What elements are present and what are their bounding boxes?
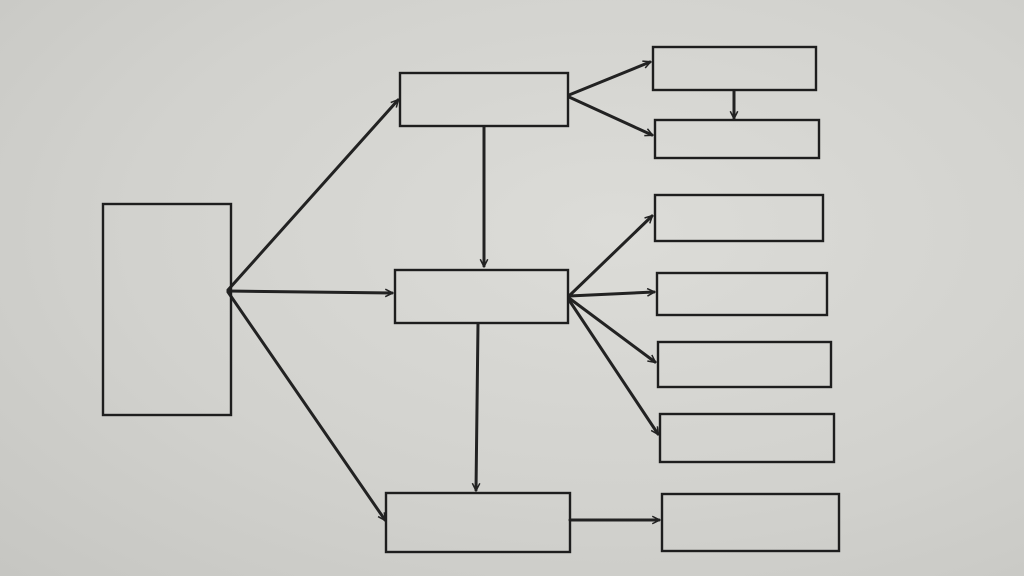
arrow-mid-to-m4 — [567, 298, 660, 434]
node-box-m3 — [656, 340, 833, 389]
node-rect-m4 — [658, 412, 836, 464]
node-box-m2 — [655, 271, 829, 317]
arrow-mid-to-bot — [476, 322, 478, 490]
arrow-mid-to-m3 — [567, 296, 655, 364]
node-box-m1 — [653, 193, 825, 243]
node-box-bot — [384, 491, 572, 554]
node-rect-m1 — [653, 193, 825, 243]
node-rect-top — [398, 71, 570, 128]
node-rect-root — [101, 202, 233, 417]
node-box-root — [101, 202, 233, 417]
node-rect-t1 — [651, 45, 818, 92]
node-box-mid — [393, 268, 570, 325]
node-box-m4 — [658, 412, 836, 464]
arrow-root-to-bot — [226, 290, 387, 520]
node-rect-m3 — [656, 340, 833, 389]
edges-layer — [226, 62, 734, 520]
arrow-top-to-t2 — [567, 95, 652, 137]
node-rect-b1 — [660, 492, 841, 553]
arrow-root-to-top — [226, 100, 398, 292]
node-rect-bot — [384, 491, 572, 554]
node-box-top — [398, 71, 570, 128]
arrow-mid-to-m2 — [567, 292, 654, 298]
arrow-top-to-t1 — [567, 62, 650, 97]
node-box-b1 — [660, 492, 841, 553]
node-rect-m2 — [655, 271, 829, 317]
node-box-t1 — [651, 45, 818, 92]
node-rect-mid — [393, 268, 570, 325]
node-rect-t2 — [653, 118, 821, 160]
arrow-root-to-mid — [226, 291, 392, 293]
arrow-mid-to-m1 — [567, 216, 652, 298]
nodes-layer — [101, 45, 841, 554]
node-box-t2 — [653, 118, 821, 160]
